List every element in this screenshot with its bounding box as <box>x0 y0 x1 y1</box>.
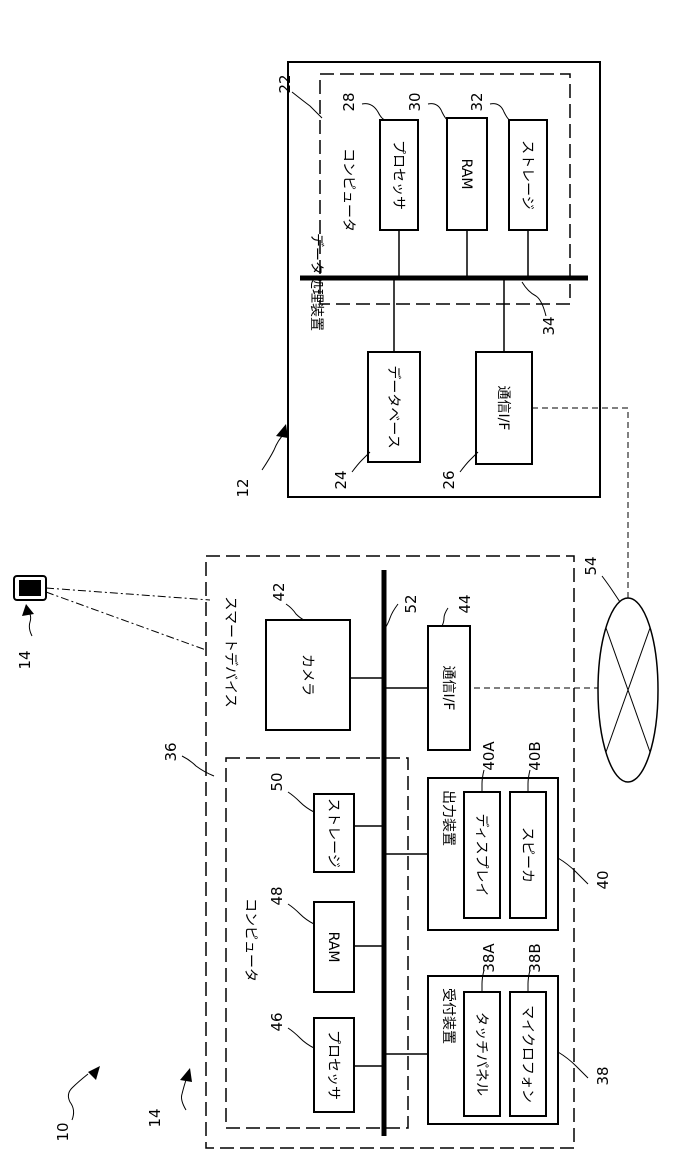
camera-device: 14 <box>14 576 210 670</box>
dp-ref-26: 26 <box>440 470 458 489</box>
dp-processor-label: プロセッサ <box>390 140 406 210</box>
sd-ref-36-leader <box>182 756 214 776</box>
camera-device-ref: 14 <box>16 650 34 669</box>
sd-ref-40-leader <box>558 858 588 884</box>
sd-ref-48: 48 <box>268 886 286 905</box>
dp-ref-12-arrowhead <box>276 424 288 438</box>
sd-ref-50: 50 <box>268 772 286 791</box>
sd-ref-40A: 40A <box>480 741 498 771</box>
dp-ref-28-leader <box>362 104 386 120</box>
dp-ref-24: 24 <box>332 470 350 489</box>
sd-ref-38A: 38A <box>480 943 498 973</box>
sd-touch-panel-label: タッチパネル <box>473 1012 489 1096</box>
sd-computer-title: コンピュータ <box>242 898 258 982</box>
dp-ref-12: 12 <box>234 478 252 497</box>
network-ref: 54 <box>582 556 600 575</box>
figure-number-arrow <box>68 1074 88 1120</box>
sd-ref-14: 14 <box>146 1108 164 1127</box>
dp-ref-32-leader <box>490 104 510 120</box>
camera-view-line-b <box>46 592 206 650</box>
dp-ref-22-leader <box>292 92 322 118</box>
camera-device-screen <box>19 580 41 596</box>
sd-ref-14-arrowhead <box>180 1068 192 1082</box>
sd-display-label: ディスプレイ <box>473 813 490 896</box>
camera-view-line-a <box>46 588 210 600</box>
sd-ref-42: 42 <box>270 582 288 601</box>
figure-number-group: 10 <box>54 1066 100 1142</box>
sd-ref-44: 44 <box>456 594 474 613</box>
sd-ref-38B: 38B <box>526 943 544 972</box>
sd-ref-38: 38 <box>594 1066 612 1085</box>
dp-ref-30-leader <box>428 104 448 120</box>
dp-comm-if-label: 通信I/F <box>495 386 511 431</box>
figure-number-arrowhead <box>88 1066 100 1080</box>
dp-storage-label: ストレージ <box>519 140 535 210</box>
sd-ref-48-leader <box>288 904 314 924</box>
dp-computer-title: コンピュータ <box>340 148 356 232</box>
dp-ram-label: RAM <box>458 159 474 190</box>
sd-input-title: 受付装置 <box>440 988 456 1044</box>
sd-ref-14-arrow <box>182 1080 187 1110</box>
sd-ref-36: 36 <box>162 742 180 761</box>
sd-camera-label: カメラ <box>299 654 315 696</box>
sd-ref-40: 40 <box>594 870 612 889</box>
sd-ref-46: 46 <box>268 1012 286 1031</box>
sd-ref-50-leader <box>288 792 314 812</box>
sd-ref-42-leader <box>286 604 304 620</box>
sd-microphone-label: マイクロフォン <box>519 1005 535 1103</box>
sd-title: スマートデバイス <box>222 596 239 707</box>
network-ref-leader <box>602 576 620 602</box>
sd-ref-38-leader <box>558 1052 588 1078</box>
smart-device: スマートデバイス コンピュータ ストレージ RAM プロセッサ カメラ 通信I/… <box>146 556 612 1148</box>
data-processing-device: データ処理装置 コンピュータ プロセッサ RAM ストレージ データベース 通信… <box>234 62 600 498</box>
sd-ref-52: 52 <box>402 594 420 613</box>
figure-number: 10 <box>54 1122 72 1141</box>
sd-ram-label: RAM <box>325 932 341 963</box>
dp-ref-32: 32 <box>468 92 486 111</box>
sd-storage-label: ストレージ <box>325 798 341 868</box>
camera-device-ref-arrowhead <box>22 604 34 616</box>
dp-title: データ処理装置 <box>308 233 325 331</box>
dp-ref-12-arrow <box>262 434 284 470</box>
sd-speaker-label: スピーカ <box>519 827 535 883</box>
dp-ref-28: 28 <box>340 92 358 111</box>
dp-database-label: データベース <box>385 365 402 448</box>
sd-ref-44-leader <box>442 608 448 626</box>
sd-output-title: 出力装置 <box>440 790 456 846</box>
network-link-top <box>532 408 628 600</box>
dp-ref-34: 34 <box>540 316 558 335</box>
sd-ref-46-leader <box>288 1028 314 1048</box>
dp-ref-22: 22 <box>276 74 294 93</box>
dp-ref-34-leader <box>522 282 546 316</box>
dp-ref-30: 30 <box>406 92 424 111</box>
sd-comm-if-label: 通信I/F <box>440 666 456 711</box>
sd-processor-label: プロセッサ <box>325 1030 341 1100</box>
sd-ref-40B: 40B <box>526 741 544 770</box>
